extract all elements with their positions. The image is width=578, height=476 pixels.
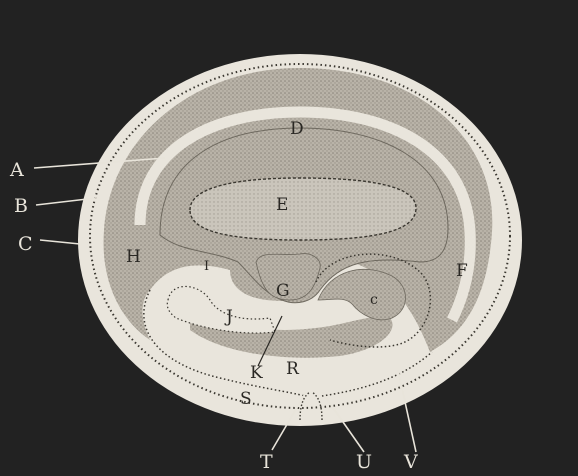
label-f: F xyxy=(456,261,468,281)
label-t: T xyxy=(260,451,273,473)
label-c: C xyxy=(18,233,33,255)
cavity-e xyxy=(190,178,416,240)
label-d: D xyxy=(290,119,304,139)
label-v: V xyxy=(403,451,418,473)
label-a: A xyxy=(9,159,24,181)
label-r: R xyxy=(286,359,300,379)
label-h: H xyxy=(126,247,141,267)
label-k: K xyxy=(250,363,263,383)
label-small-c: c xyxy=(370,292,378,308)
label-e: E xyxy=(276,195,288,215)
label-g: G xyxy=(276,281,290,301)
label-j: J xyxy=(224,307,233,327)
label-s: S xyxy=(240,389,252,409)
label-u: U xyxy=(356,451,372,473)
label-i: I xyxy=(204,259,209,274)
label-b: B xyxy=(14,195,28,217)
